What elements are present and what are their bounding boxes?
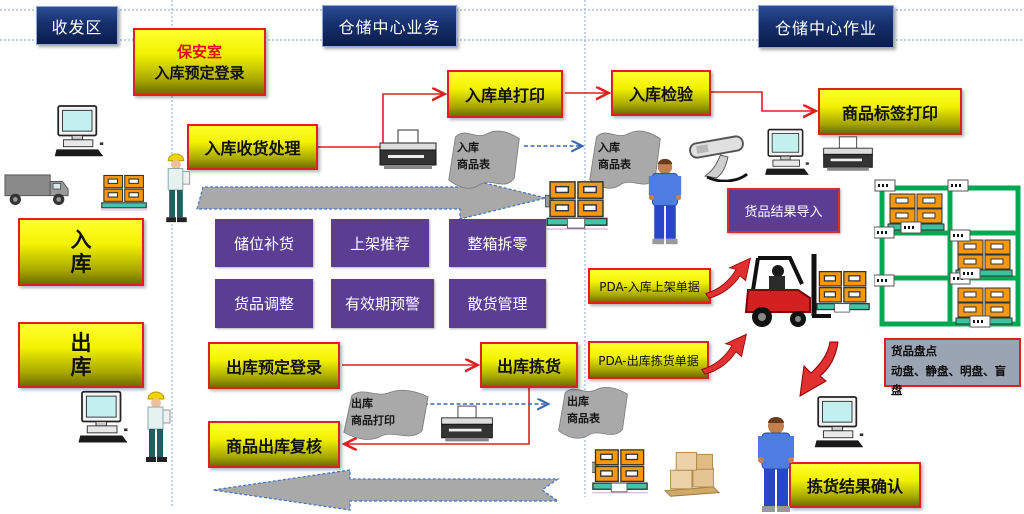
lane-header-center-operations: 仓储中心作业: [758, 5, 894, 48]
document-label: 入库 商品表: [457, 141, 490, 171]
flow-receive-to-print: [318, 94, 443, 148]
process-box-inbound-inspection: 入库检验: [611, 70, 711, 116]
storage-rack-icon: [874, 178, 1024, 330]
process-box-outbound-reserve: 出库预定登录: [208, 342, 340, 389]
computer-icon: [762, 128, 812, 178]
worker-icon: [160, 152, 192, 228]
flow-pick-to-recheck: [346, 388, 530, 444]
stocktake-note: 货品盘点 动盘、静盘、明盘、盲盘: [884, 338, 1021, 397]
computer-icon: [813, 394, 865, 452]
document-label: 出库 商品表: [567, 395, 600, 425]
security-room-title: 保安室: [176, 43, 222, 61]
flow-check-to-label: [711, 91, 814, 111]
carton-stack-icon: [662, 446, 722, 500]
worker-icon: [140, 390, 172, 468]
bulk-arrow-dispatch: [212, 469, 560, 511]
computer-icon: [76, 390, 130, 446]
red-curved-arrow-icon: [794, 338, 842, 400]
red-curved-arrow-icon: [704, 252, 752, 306]
forklift-icon: [740, 250, 832, 330]
process-box-outbound-picking: 出库拣货: [480, 342, 578, 388]
truck-icon: [4, 172, 70, 208]
process-box-security-room: 保安室 入库预定登录: [133, 28, 266, 96]
lane-header-receiving-area: 收发区: [36, 6, 118, 45]
document-inbound-goods-list-2: 入库 商品表: [583, 125, 667, 197]
function-box-bulk-management: 散货管理: [449, 279, 546, 328]
person-back-icon: [647, 158, 683, 246]
barcode-scanner-icon: [688, 132, 768, 182]
printer-icon: [376, 128, 440, 176]
process-box-outbound-recheck: 商品出库复核: [208, 421, 340, 468]
printer-icon: [820, 136, 876, 176]
lane-header-center-business: 仓储中心业务: [322, 5, 457, 47]
pallet-icon: [592, 446, 648, 494]
function-box-slot-replenish: 储位补货: [215, 219, 313, 267]
red-curved-arrow-icon: [700, 328, 748, 382]
function-box-shelving-suggest: 上架推荐: [331, 219, 429, 267]
process-box-outbound: 出 库: [18, 322, 144, 388]
function-box-expiry-alert: 有效期预警: [331, 279, 434, 328]
document-inbound-goods-list-1: 入库 商品表: [442, 125, 526, 197]
bulk-arrow-putaway: [196, 176, 547, 220]
pallet-icon: [545, 178, 609, 230]
process-box-picking-confirm: 拣货结果确认: [789, 462, 921, 508]
process-box-pda-outbound-picking: PDA-出库拣货单据: [588, 341, 709, 379]
person-back-icon: [756, 416, 796, 514]
process-box-inbound-receiving: 入库收货处理: [187, 124, 318, 170]
process-box-label-print: 商品标签打印: [818, 88, 962, 135]
process-box-inbound-order-print: 入库单打印: [447, 70, 563, 118]
document-label: 入库 商品表: [598, 141, 631, 171]
function-box-goods-adjust: 货品调整: [215, 279, 313, 328]
document-shape: [558, 387, 628, 439]
function-box-result-import: 货品结果导入: [727, 188, 840, 233]
process-box-pda-inbound-putaway: PDA-入库上架单据: [588, 268, 711, 304]
document-shape: [448, 130, 520, 189]
pallet-icon: [816, 268, 870, 314]
pallet-icon: [101, 170, 147, 214]
document-label: 出库 商品打印: [351, 397, 395, 427]
document-outbound-goods-list: 出库 商品表: [552, 382, 634, 446]
document-shape: [343, 389, 429, 440]
document-outbound-goods-print: 出库 商品打印: [336, 385, 436, 447]
security-room-subtitle: 入库预定登录: [154, 64, 245, 82]
computer-icon: [53, 103, 105, 161]
printer-icon: [438, 404, 496, 448]
process-box-inbound: 入 库: [18, 218, 144, 286]
function-box-case-breaking: 整箱拆零: [449, 219, 546, 267]
